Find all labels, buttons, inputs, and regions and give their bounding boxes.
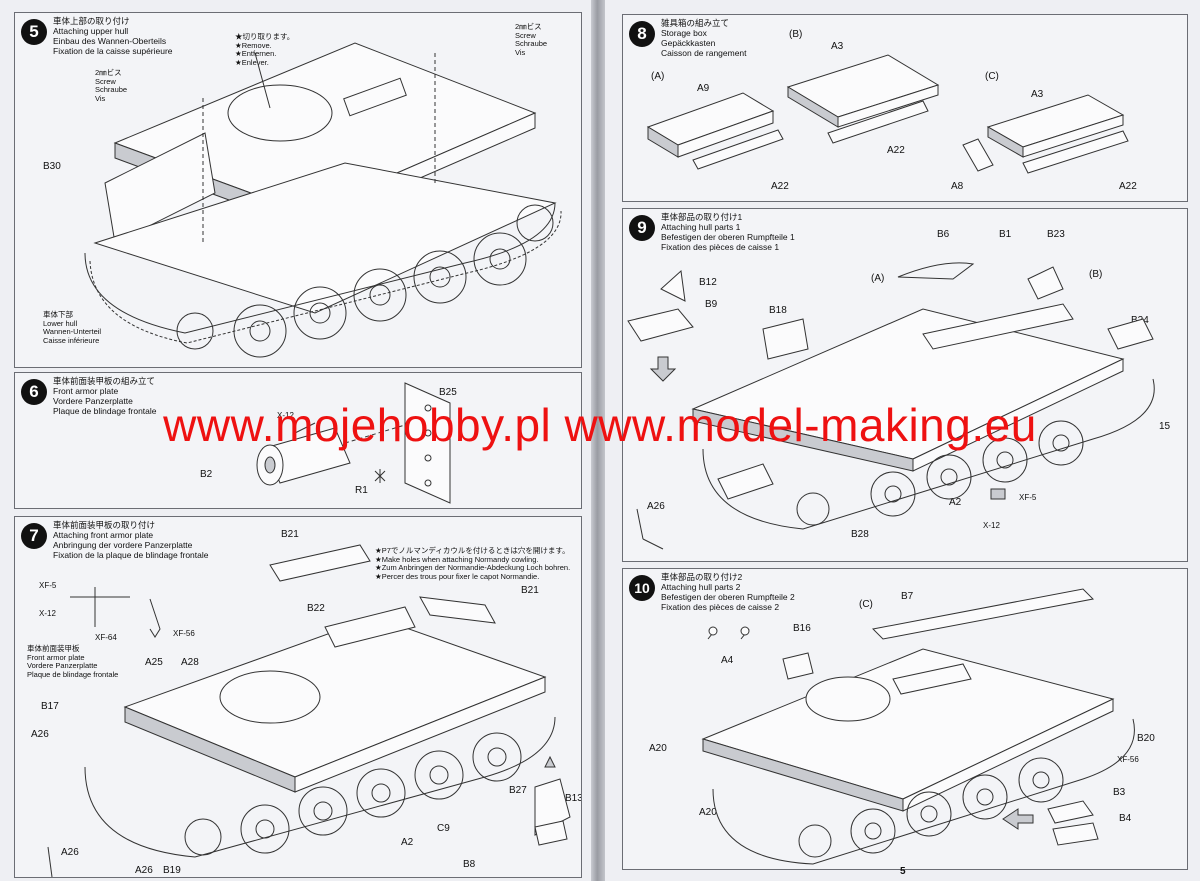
page-number: 5 bbox=[900, 866, 906, 877]
arrow bbox=[1002, 808, 1034, 830]
part-label: A20 bbox=[649, 743, 667, 754]
part-label: B22 bbox=[307, 603, 325, 614]
arrow bbox=[649, 356, 677, 382]
step-5-panel: 5 車体上部の取り付け Attaching upper hull Einbau … bbox=[14, 12, 582, 368]
upper-hull-illustration bbox=[84, 42, 562, 358]
variant-label: (A) bbox=[651, 71, 665, 82]
part-label: B21 bbox=[281, 529, 299, 540]
part-label: R1 bbox=[355, 485, 368, 496]
part-label: A9 bbox=[697, 83, 710, 94]
part-label: B4 bbox=[1119, 813, 1132, 824]
part-label: B23 bbox=[1047, 229, 1065, 240]
paint-label: X-12 bbox=[39, 609, 56, 618]
front-armor-assembly-illustration bbox=[256, 382, 451, 504]
part-label: B7 bbox=[901, 591, 914, 602]
part-label: B2 bbox=[200, 469, 213, 480]
part-label: B19 bbox=[163, 865, 181, 876]
part-label: B3 bbox=[1113, 787, 1126, 798]
variant-label: (A) bbox=[871, 273, 885, 284]
part-label: B6 bbox=[937, 229, 950, 240]
part-label: B21 bbox=[521, 585, 539, 596]
page-gutter bbox=[591, 0, 605, 881]
part-label: A26 bbox=[647, 501, 665, 512]
holes-note: ★P7でノルマンディカウルを付けるときは穴を開けます。★Make holes w… bbox=[375, 546, 571, 581]
step-number: 9 bbox=[629, 215, 655, 241]
variant-label: (C) bbox=[859, 599, 873, 610]
step-number: 8 bbox=[629, 21, 655, 47]
part-label: B8 bbox=[463, 859, 476, 870]
part-label: A4 bbox=[721, 655, 734, 666]
part-label: A26 bbox=[61, 847, 79, 858]
watermark-text: www.mojehobby.pl www.model-making.eu bbox=[163, 399, 1037, 451]
part-label: B17 bbox=[41, 701, 59, 712]
hull-parts-1-illustration bbox=[627, 262, 1155, 550]
paint-label: X-12 bbox=[983, 521, 1000, 530]
part-label: B28 bbox=[851, 529, 869, 540]
variant-label: (B) bbox=[1089, 269, 1103, 280]
part-label: A2 bbox=[401, 837, 414, 848]
part-label: A2 bbox=[949, 497, 962, 508]
step-titles: 車体上部の取り付け Attaching upper hull Einbau de… bbox=[53, 16, 173, 56]
step-number: 5 bbox=[21, 19, 47, 45]
paint-label: XF-5 bbox=[39, 581, 57, 590]
part-label: A22 bbox=[887, 145, 905, 156]
part-label: A3 bbox=[1031, 89, 1044, 100]
part-label: A22 bbox=[1119, 181, 1137, 192]
variant-label: (B) bbox=[789, 29, 803, 40]
step-number: 7 bbox=[21, 523, 47, 549]
variant-label: (C) bbox=[985, 71, 999, 82]
part-label: A28 bbox=[181, 657, 199, 668]
part-label: B16 bbox=[793, 623, 811, 634]
part-label: A3 bbox=[831, 41, 844, 52]
step-number: 10 bbox=[629, 575, 655, 601]
part-label: A22 bbox=[771, 181, 789, 192]
paint-label: XF-5 bbox=[1019, 493, 1037, 502]
part-label: A25 bbox=[145, 657, 163, 668]
part-label: B13 bbox=[565, 793, 582, 804]
remove-note: ★切り取ります。★Remove.★Entfernen.★Enlever. bbox=[235, 32, 295, 67]
part-label: A26 bbox=[135, 865, 153, 876]
part-label: B1 bbox=[999, 229, 1012, 240]
part-label: B18 bbox=[769, 305, 787, 316]
hull-parts-2-illustration bbox=[701, 588, 1135, 865]
part-label: A20 bbox=[699, 807, 717, 818]
part-label: B12 bbox=[699, 277, 717, 288]
part-label: 15 bbox=[1159, 421, 1171, 432]
part-label: B27 bbox=[509, 785, 527, 796]
part-label: B9 bbox=[705, 299, 718, 310]
part-label: B20 bbox=[1137, 733, 1155, 744]
paint-label: XF-56 bbox=[1117, 755, 1139, 764]
part-label: B25 bbox=[439, 387, 457, 398]
step-number: 6 bbox=[21, 379, 47, 405]
paint-label: XF-64 bbox=[95, 633, 117, 642]
part-label: A8 bbox=[951, 181, 964, 192]
part-label: C9 bbox=[437, 823, 450, 834]
part-label: A26 bbox=[31, 729, 49, 740]
front-armor-attach-illustration bbox=[47, 544, 571, 877]
paint-label: X-12 bbox=[277, 411, 294, 420]
paint-label: XF-56 bbox=[173, 629, 195, 638]
storage-box-illustration bbox=[646, 54, 1129, 174]
part-label: B30 bbox=[43, 161, 61, 172]
